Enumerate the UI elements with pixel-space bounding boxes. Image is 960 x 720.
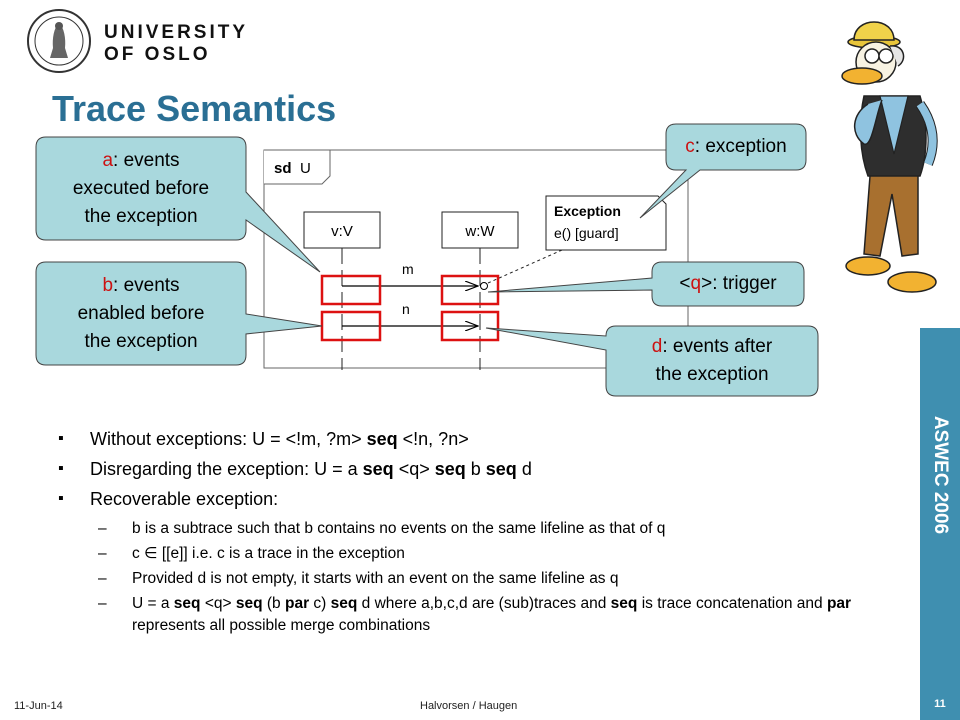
lifeline-w-head xyxy=(441,211,519,249)
university-name-line2: OF OSLO xyxy=(104,44,211,65)
diagram-frame-label-box xyxy=(264,149,331,185)
callout-trigger: <q>: trigger xyxy=(652,262,804,306)
callout-a-line1: : events xyxy=(113,149,180,171)
bullet-item: Disregarding the exception: U = a seq <q… xyxy=(58,456,918,482)
message-n-label: n xyxy=(402,301,410,317)
callout-a-line2: executed before xyxy=(72,177,210,199)
footer-date: 11-Jun-14 xyxy=(14,700,63,712)
callout-a-letter: a xyxy=(102,149,114,171)
page-number: 11 xyxy=(934,698,946,710)
callout-d: d: events after the exception xyxy=(606,326,818,396)
slide-title: Trace Semantics xyxy=(52,88,337,129)
gyro-gearloose-mascot-illustration xyxy=(824,4,956,312)
diagram-frame-name: U xyxy=(300,160,311,177)
university-name: UNIVERSITY OF OSLO xyxy=(104,22,248,66)
callout-b: b: events enabled before the exception xyxy=(36,262,246,365)
university-name-line1: UNIVERSITY xyxy=(104,22,249,43)
highlight-w-m xyxy=(440,274,500,306)
exception-link-line xyxy=(487,249,563,284)
bullet-item: Without exceptions: U = <!m, ?m> seq <!n… xyxy=(58,426,918,452)
bullet-list: Without exceptions: U = <!m, ?m> seq <!n… xyxy=(58,426,918,637)
callout-b-line2: enabled before xyxy=(77,302,205,324)
callout-trigger-letter: q xyxy=(690,273,702,294)
exception-body: e() [guard] xyxy=(554,225,619,241)
lifeline-w-label: w:W xyxy=(464,223,495,240)
callout-trigger-open: < xyxy=(679,273,691,294)
callout-trigger-shape xyxy=(487,261,805,307)
callout-trigger-close: > xyxy=(701,273,713,294)
callout-c-letter: c xyxy=(685,136,695,157)
footer-authors: Halvorsen / Haugen xyxy=(420,700,518,712)
lifeline-v-head xyxy=(303,211,381,249)
callout-a: a: events executed before the exception xyxy=(36,137,246,240)
exception-title: Exception xyxy=(554,203,621,219)
exception-box xyxy=(545,195,667,251)
university-seal-logo xyxy=(26,8,92,74)
highlight-v-m xyxy=(320,274,382,306)
callout-c: c: exception xyxy=(666,124,806,170)
sub-bullet-item: –c ∈ [[e]] i.e. c is a trace in the exce… xyxy=(98,545,405,562)
callout-c-shape xyxy=(639,123,807,219)
sub-bullet-item: –U = a seq <q> seq (b par c) seq d where… xyxy=(98,595,852,634)
message-m-label: m xyxy=(402,261,414,277)
sub-bullet-item: –b is a subtrace such that b contains no… xyxy=(98,520,666,537)
lifeline-v-label: v:V xyxy=(331,223,353,240)
highlight-w-n xyxy=(440,310,500,342)
callout-c-text: : exception xyxy=(694,136,787,157)
callout-b-letter: b xyxy=(102,274,114,296)
conference-sidebar xyxy=(920,328,960,720)
callout-b-line1: : events xyxy=(113,274,180,296)
callout-d-line1: : events after xyxy=(662,336,773,357)
callout-b-shape xyxy=(35,261,323,366)
trigger-point xyxy=(480,282,488,290)
callout-d-letter: d xyxy=(651,336,663,357)
callout-a-shape xyxy=(35,136,321,273)
conference-label: ASWEC 2006 xyxy=(930,415,951,535)
callout-b-line3: the exception xyxy=(84,330,198,352)
callout-d-line2: the exception xyxy=(655,364,769,385)
callout-d-shape xyxy=(485,325,819,397)
conference-label-container: ASWEC 2006 xyxy=(908,330,960,620)
diagram-frame-keyword: sd xyxy=(274,160,292,177)
bullet-item: Recoverable exception: xyxy=(58,486,918,512)
sub-bullet-item: –Provided d is not empty, it starts with… xyxy=(98,570,619,587)
callout-trigger-text: : trigger xyxy=(712,273,777,294)
callout-a-line3: the exception xyxy=(84,205,198,227)
